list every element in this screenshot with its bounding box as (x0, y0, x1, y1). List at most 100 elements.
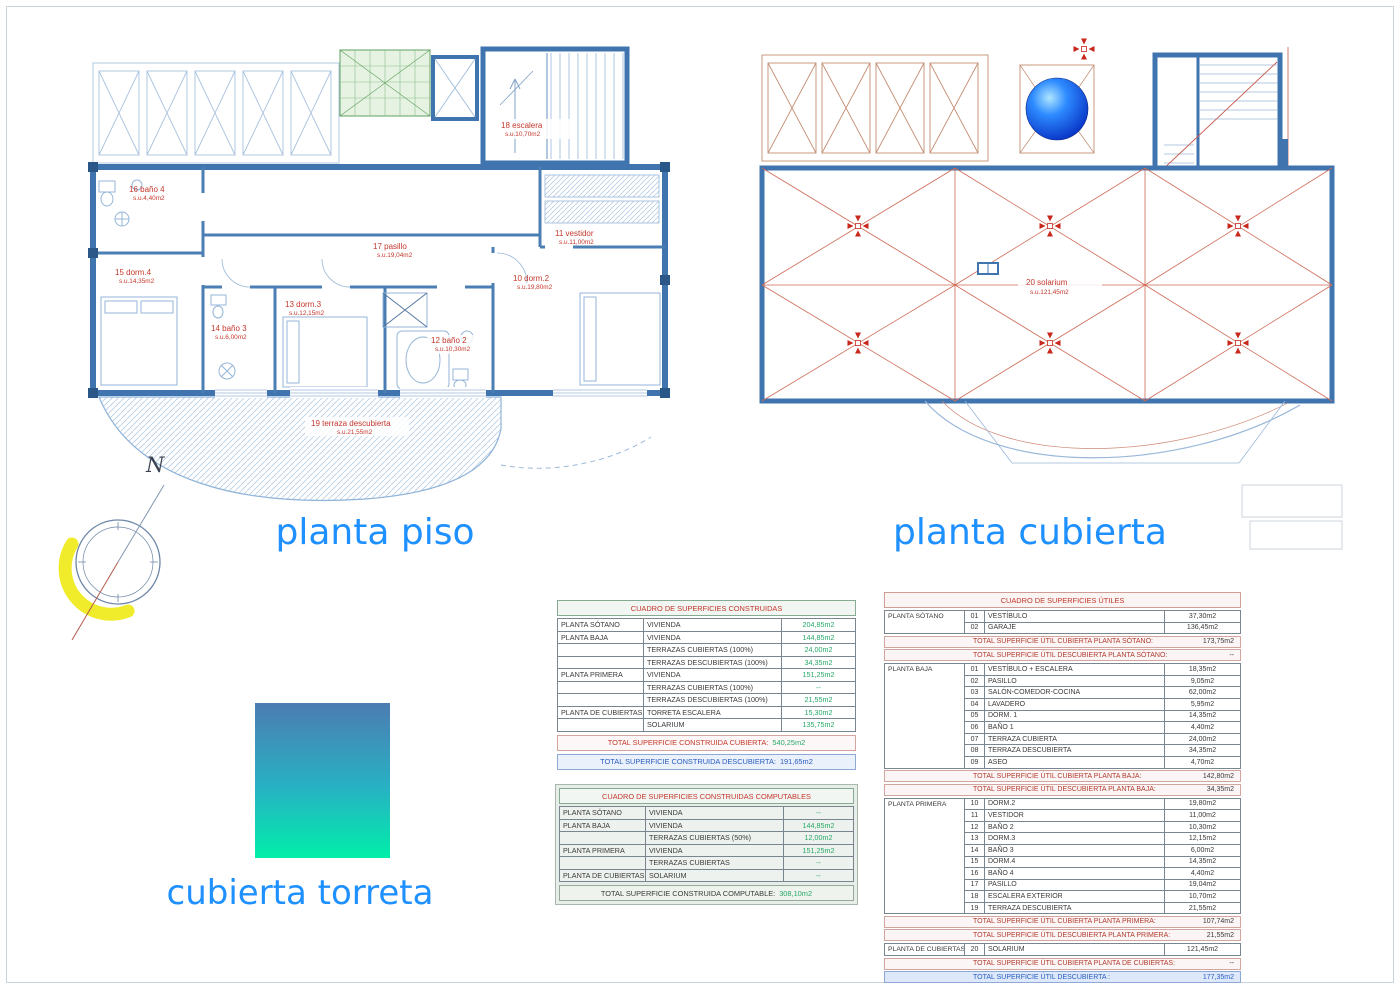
dome-skylight (1019, 64, 1095, 154)
total-construida-cubierta: TOTAL SUPERFICIE CONSTRUIDA CUBIERTA:540… (557, 734, 856, 751)
cell-name: TERRAZA DESCUBIERTA (984, 744, 1165, 757)
cell-planta: PLANTA SÓTANO (559, 806, 646, 820)
cell-concept: TERRAZAS DESCUBIERTAS (100%) (643, 693, 782, 707)
total-row: TOTAL SUPERFICIE ÚTIL DESCUBIERTA PLANTA… (884, 929, 1241, 942)
total-value: 540,25m2 (772, 738, 806, 747)
compass-circle (75, 519, 161, 605)
total-row: TOTAL SUPERFICIE ÚTIL CUBIERTA PLANTA DE… (884, 957, 1241, 970)
cell-value: 144,85m2 (781, 630, 856, 644)
cell-planta (557, 643, 644, 657)
roof-drain-marker (1073, 38, 1095, 60)
cell-value: 19,04m2 (1164, 878, 1241, 892)
table-superficies-utiles: CUADRO DE SUPERFICIES ÚTILES PLANTA SÓTA… (884, 592, 1241, 989)
cell-num: 05 (964, 709, 985, 723)
cell-planta (557, 680, 644, 694)
cell-planta (557, 718, 644, 732)
cell-name: BAÑO 3 (984, 843, 1165, 857)
cubierta-torreta-title: cubierta torreta (166, 873, 434, 913)
cell-value: 14,35m2 (1164, 855, 1241, 869)
terrace-dashed-edge (500, 436, 652, 469)
cell-value: 136,45m2 (1164, 621, 1241, 635)
cell-num: 20 (964, 943, 985, 957)
cell-value: 21,55m2 (1164, 901, 1241, 915)
cell-concept: TORRETA ESCALERA (643, 705, 782, 719)
cell-num: 14 (964, 843, 985, 857)
cell-name: PASILLO (984, 878, 1165, 892)
cell-value: 135,75m2 (781, 718, 856, 732)
table-row: TERRAZAS CUBIERTAS (100%)24,00m2 (557, 643, 856, 657)
cell-planta (559, 856, 646, 870)
cell-name: ESCALERA EXTERIOR (984, 890, 1165, 903)
compass-needle-north (117, 484, 165, 563)
room-area: s.u.19,04m2 (377, 252, 413, 259)
plan-piso-title: planta piso (275, 512, 475, 553)
room-label: 15 dorm.4 (115, 268, 152, 277)
cell-num: 10 (964, 797, 985, 811)
garage-roof-hatch (761, 54, 989, 162)
total-construida-descubierta: TOTAL SUPERFICIE CONSTRUIDA DESCUBIERTA:… (557, 753, 856, 770)
solarium-label: 20 solarium s.u.121,45m2 (1018, 276, 1102, 297)
total-label: TOTAL SUPERFICIE ÚTIL DESCUBIERTA PLANTA… (973, 786, 1156, 794)
cell-num: 09 (964, 755, 985, 769)
total-value: 107,74m2 (1202, 918, 1234, 926)
cell-planta: PLANTA DE CUBIERTAS (559, 868, 646, 882)
cell-value: 34,35m2 (1164, 744, 1241, 757)
room-label: 20 solarium (1026, 278, 1068, 287)
total-util-descubierta: TOTAL SUPERFICIE ÚTIL DESCUBIERTA :177,3… (884, 971, 1241, 984)
total-value: -- (1229, 960, 1234, 968)
room-area: s.u.14,35m2 (119, 278, 155, 285)
cell-concept: VIVIENDA (643, 668, 782, 682)
cell-planta: PLANTA DE CUBIERTAS (557, 705, 644, 719)
cell-value: 24,00m2 (781, 643, 856, 657)
cell-concept: SOLARIUM (645, 868, 784, 882)
total-label: TOTAL SUPERFICIE ÚTIL CUBIERTA PLANTA SÓ… (973, 638, 1153, 646)
cell-value: 11,00m2 (1164, 809, 1241, 822)
cell-concept: VIVIENDA (643, 618, 782, 632)
total-value: 308,10m2 (779, 888, 813, 898)
door-swings (221, 252, 528, 288)
cell-name: TERRAZA CUBIERTA (984, 732, 1165, 746)
cell-num: 15 (964, 855, 985, 869)
cell-name: TERRAZA DESCUBIERTA (984, 901, 1165, 915)
stairs (480, 46, 630, 166)
cell-name: BAÑO 2 (984, 820, 1165, 834)
total-value: 173,75m2 (1202, 638, 1234, 646)
total-row: TOTAL SUPERFICIE ÚTIL DESCUBIERTA PLANTA… (884, 783, 1241, 796)
total-label: TOTAL SUPERFICIE CONSTRUIDA DESCUBIERTA: (600, 757, 776, 766)
roof-plan-planta-cubierta: 20 solarium s.u.121,45m2 (759, 38, 1343, 550)
cell-num: 03 (964, 686, 985, 699)
cell-concept: TERRAZAS CUBIERTAS (645, 856, 784, 870)
total-label: TOTAL SUPERFICIE CONSTRUIDA CUBIERTA: (607, 738, 769, 747)
cell-planta: PLANTA BAJA (557, 630, 644, 644)
wall-piers (88, 162, 670, 398)
cell-value: 204,85m2 (781, 618, 856, 632)
cell-name: VESTIDOR (984, 809, 1165, 822)
cell-num: 02 (964, 621, 985, 635)
room-area: s.u.121,45m2 (1030, 289, 1069, 296)
total-value: 34,35m2 (1206, 786, 1234, 794)
total-row: TOTAL SUPERFICIE ÚTIL CUBIERTA PLANTA SÓ… (884, 635, 1241, 648)
cell-num: 01 (964, 610, 985, 623)
cell-value: 34,35m2 (781, 655, 856, 669)
cell-name: PASILLO (984, 674, 1165, 688)
total-value: 142,80m2 (1202, 772, 1234, 780)
cell-num: 07 (964, 732, 985, 746)
total-label: TOTAL SUPERFICIE ÚTIL CUBIERTA PLANTA DE… (973, 960, 1176, 968)
total-row: TOTAL SUPERFICIE ÚTIL CUBIERTA PLANTA BA… (884, 770, 1241, 783)
